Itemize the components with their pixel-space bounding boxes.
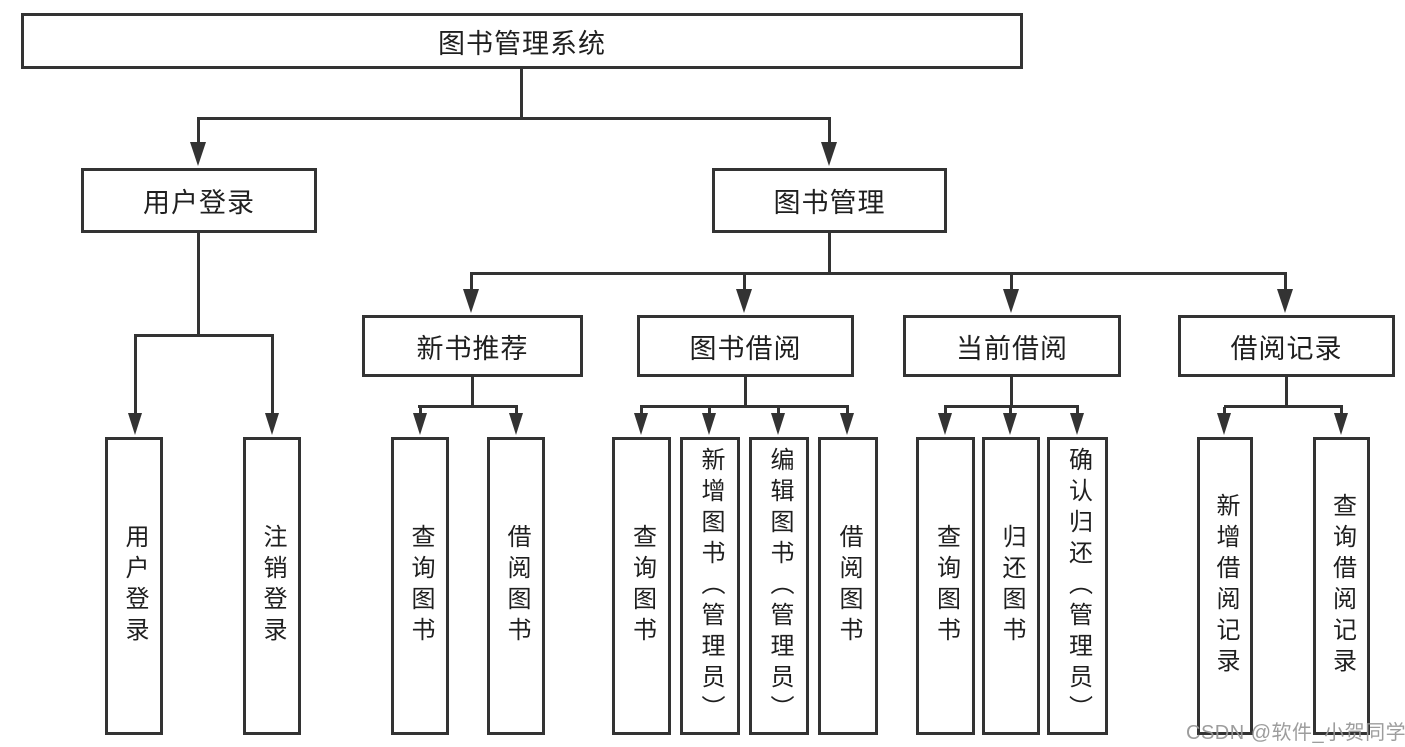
leaf-book-borrow-add-label: 新增图书（管理员） bbox=[697, 446, 724, 726]
arrowhead-book-borrow bbox=[736, 289, 752, 313]
arrowhead-book-mgmt bbox=[821, 142, 837, 166]
leaf-borrow-records-add-label: 新增借阅记录 bbox=[1212, 493, 1239, 679]
arrowhead-g2-leaf3 bbox=[771, 413, 785, 435]
connector-drop-g2-leaf1 bbox=[640, 407, 643, 415]
node-current-borrow-label: 当前借阅 bbox=[956, 333, 1068, 364]
leaf-current-borrow-return-label: 归还图书 bbox=[998, 524, 1025, 648]
node-new-books-label: 新书推荐 bbox=[416, 333, 529, 364]
csdn-watermark: CSDN @软件_小贺同学 bbox=[1186, 722, 1405, 744]
node-book-mgmt-label: 图书管理 bbox=[773, 188, 886, 218]
leaf-user-login: 用户登录 bbox=[105, 437, 163, 735]
arrowhead-g2-leaf4 bbox=[840, 413, 854, 435]
leaf-current-borrow-return: 归还图书 bbox=[982, 437, 1040, 735]
connector-user-login-stem bbox=[197, 233, 200, 337]
arrowhead-g2-leaf2 bbox=[702, 413, 716, 435]
connector-drop-leaf-login bbox=[134, 336, 137, 414]
node-new-books: 新书推荐 bbox=[362, 315, 583, 377]
connector-drop-book-mgmt bbox=[828, 119, 831, 143]
leaf-borrow-records-query-label: 查询借阅记录 bbox=[1328, 493, 1356, 679]
connector-user-login-bus bbox=[134, 334, 274, 337]
connector-book-borrow-stem bbox=[744, 377, 747, 408]
node-root-label: 图书管理系统 bbox=[438, 28, 606, 59]
leaf-current-borrow-query: 查询图书 bbox=[916, 437, 975, 735]
arrowhead-g4-leaf2 bbox=[1334, 413, 1348, 435]
node-book-borrow-label: 图书借阅 bbox=[689, 333, 802, 364]
connector-drop-g1-leaf2 bbox=[515, 407, 518, 415]
leaf-new-books-borrow-label: 借阅图书 bbox=[503, 524, 530, 648]
leaf-new-books-borrow: 借阅图书 bbox=[487, 437, 545, 735]
leaf-logout-label: 注销登录 bbox=[259, 524, 286, 648]
connector-borrow-records-stem bbox=[1285, 377, 1288, 408]
node-borrow-records-label: 借阅记录 bbox=[1230, 333, 1343, 364]
node-book-mgmt: 图书管理 bbox=[712, 168, 947, 233]
leaf-borrow-records-add: 新增借阅记录 bbox=[1197, 437, 1253, 735]
leaf-book-borrow-add: 新增图书（管理员） bbox=[680, 437, 740, 735]
arrowhead-new-books bbox=[463, 289, 479, 313]
connector-current-borrow-bus bbox=[944, 405, 1079, 408]
node-current-borrow: 当前借阅 bbox=[903, 315, 1121, 377]
leaf-borrow-records-query: 查询借阅记录 bbox=[1313, 437, 1370, 735]
leaf-new-books-query-label: 查询图书 bbox=[407, 524, 434, 648]
connector-new-books-stem bbox=[471, 377, 474, 408]
arrowhead-g3-leaf1 bbox=[938, 413, 952, 435]
arrowhead-g1-leaf1 bbox=[413, 413, 427, 435]
connector-drop-g3-leaf2 bbox=[1009, 407, 1012, 415]
connector-drop-g2-leaf2 bbox=[708, 407, 711, 415]
connector-current-borrow-stem bbox=[1010, 377, 1013, 408]
connector-level2-bus bbox=[197, 117, 831, 120]
node-root: 图书管理系统 bbox=[21, 13, 1023, 69]
arrowhead-g1-leaf2 bbox=[509, 413, 523, 435]
connector-root-stem bbox=[520, 69, 523, 119]
arrowhead-leaf-login bbox=[128, 413, 142, 435]
connector-drop-user-login bbox=[197, 119, 200, 143]
connector-drop-borrow-records bbox=[1284, 274, 1287, 290]
arrowhead-g3-leaf3 bbox=[1070, 413, 1084, 435]
arrowhead-g4-leaf1 bbox=[1217, 413, 1231, 435]
connector-book-mgmt-stem bbox=[828, 233, 831, 275]
arrowhead-borrow-records bbox=[1277, 289, 1293, 313]
arrowhead-leaf-logout bbox=[265, 413, 279, 435]
connector-borrow-records-bus bbox=[1224, 405, 1343, 408]
leaf-user-login-label: 用户登录 bbox=[121, 524, 148, 648]
connector-drop-g4-leaf2 bbox=[1340, 407, 1343, 415]
connector-level3-bus bbox=[470, 272, 1287, 275]
connector-book-borrow-bus bbox=[640, 405, 849, 408]
connector-drop-g3-leaf1 bbox=[944, 407, 947, 415]
connector-new-books-bus bbox=[418, 405, 518, 408]
connector-drop-new-books bbox=[470, 274, 473, 290]
leaf-current-borrow-confirm-label: 确认归还（管理员） bbox=[1064, 446, 1092, 726]
leaf-book-borrow-query-label: 查询图书 bbox=[628, 524, 656, 648]
arrowhead-g3-leaf2 bbox=[1003, 413, 1017, 435]
connector-drop-g3-leaf3 bbox=[1076, 407, 1079, 415]
connector-drop-g1-leaf1 bbox=[419, 407, 422, 415]
arrowhead-user-login bbox=[190, 142, 206, 166]
connector-drop-book-borrow bbox=[743, 274, 746, 290]
node-borrow-records: 借阅记录 bbox=[1178, 315, 1395, 377]
leaf-book-borrow-edit-label: 编辑图书（管理员） bbox=[766, 446, 793, 726]
arrowhead-current-borrow bbox=[1003, 289, 1019, 313]
leaf-logout: 注销登录 bbox=[243, 437, 301, 735]
leaf-book-borrow-edit: 编辑图书（管理员） bbox=[749, 437, 809, 735]
arrowhead-g2-leaf1 bbox=[634, 413, 648, 435]
leaf-current-borrow-confirm: 确认归还（管理员） bbox=[1047, 437, 1108, 735]
node-user-login: 用户登录 bbox=[81, 168, 317, 233]
leaf-book-borrow-borrow: 借阅图书 bbox=[818, 437, 878, 735]
node-user-login-label: 用户登录 bbox=[143, 188, 255, 218]
leaf-book-borrow-query: 查询图书 bbox=[612, 437, 671, 735]
leaf-current-borrow-query-label: 查询图书 bbox=[932, 524, 960, 648]
connector-drop-current-borrow bbox=[1010, 274, 1013, 290]
connector-drop-g2-leaf3 bbox=[777, 407, 780, 415]
leaf-book-borrow-borrow-label: 借阅图书 bbox=[835, 524, 862, 648]
leaf-new-books-query: 查询图书 bbox=[391, 437, 449, 735]
connector-drop-g4-leaf1 bbox=[1223, 407, 1226, 415]
node-book-borrow: 图书借阅 bbox=[637, 315, 854, 377]
connector-drop-g2-leaf4 bbox=[846, 407, 849, 415]
connector-drop-leaf-logout bbox=[271, 336, 274, 414]
